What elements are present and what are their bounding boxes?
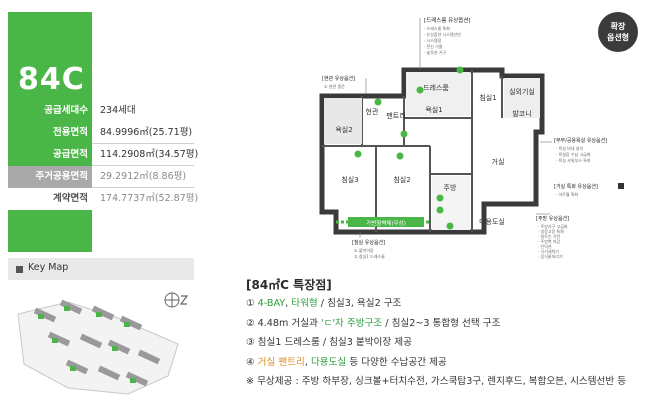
spec-row: 공급면적 114.2908㎡(34.57평) — [8, 144, 198, 166]
keymap-label: Key Map — [28, 262, 69, 273]
square-bullet-icon — [16, 266, 23, 273]
dress-option-item: · 솔루션 가구 — [424, 49, 447, 55]
feature-text: 4.48m 거실과 — [257, 317, 321, 329]
expand-option-badge: 확장 옵션형 — [598, 12, 638, 52]
kitchen-option-item: · 냉장고장 특화 — [538, 228, 564, 234]
plan-floor-fill — [324, 72, 540, 230]
bed-option-item: ② 침실1 드레스룸 — [354, 253, 385, 259]
feature-number: ① — [246, 298, 258, 309]
feature-item: ① 4-BAY, 타워형 / 침실3, 욕실2 구조 — [234, 294, 648, 314]
feature-text: / 침실3, 욕실2 구조 — [317, 298, 402, 309]
feature-text: , — [304, 356, 311, 368]
north-arrow-icon — [164, 292, 189, 308]
badge-line2: 옵션형 — [606, 33, 630, 42]
room-bedroom2: 침실2 — [393, 175, 410, 184]
room-bath1: 욕실1 — [425, 105, 442, 114]
dress-option-item: · 드레스룸 특화 — [424, 25, 450, 31]
key-map — [17, 292, 189, 395]
feature-number: ※ — [246, 376, 258, 388]
room-kitchen: 주방 — [444, 183, 457, 192]
dress-option-item: · 유상옵션 시스템선반 — [424, 31, 461, 37]
spec-value: 114.2908㎡(34.57평) — [100, 149, 199, 160]
keymap-header: Key Map — [8, 258, 194, 280]
room-entrance: 현관 — [366, 107, 379, 116]
feature-item: ④ 거실 팬트리, 다용도실 등 다양한 수납공간 제공 — [234, 353, 648, 373]
spec-value: 29.2912㎡(8.86평) — [100, 171, 187, 182]
floor-plan: 가변형벽체(무상) 침실1 침실2 침실3 드레스룸 욕실1 욕실2 현관 팬트… — [319, 16, 624, 259]
bed-option-item: ① 붙박이장 — [354, 247, 374, 253]
info-square-icon — [618, 183, 624, 189]
feature-text: 무상제공 : 주방 하부장, 싱크볼+터치수전, 가스쿡탑3구, 렌지후드, 복… — [257, 376, 627, 388]
plan-walls — [319, 67, 545, 235]
bath-option-item: · 욕실장 수납 고급화 — [556, 151, 591, 157]
room-laundry: 실외기실 — [509, 87, 535, 96]
badge-line1: 확장 — [610, 22, 626, 31]
living-option-item: · 아트월 특화 — [556, 191, 579, 197]
unit-title: 84C — [18, 62, 85, 97]
spec-value: 234세대 — [100, 105, 136, 116]
dress-option-title: [드레스룸 유상옵션] — [424, 16, 471, 24]
feature-text: 다용도실 — [310, 356, 347, 368]
bed-option-title: [침실 유상옵션] — [352, 239, 385, 246]
feature-number: ② — [246, 317, 258, 329]
spec-row: 계약면적 174.7737㎡(52.87평) — [8, 188, 198, 210]
entry-option-item: ① 현관 중문 — [324, 83, 345, 89]
bath-option-item: · 욕실 샤워부스 특화 — [556, 157, 591, 163]
site-plan — [17, 299, 179, 395]
kitchen-option-item: · 빌트인 가전 — [538, 233, 561, 239]
room-variable-wall: 가변형벽체(무상) — [366, 219, 406, 227]
feature-item: ③ 침실1 드레스룸 / 침실3 붙박이장 제공 — [234, 333, 648, 353]
feature-text: , — [285, 298, 292, 309]
room-dressroom: 드레스룸 — [423, 83, 449, 92]
spec-value: 174.7737㎡(52.87평) — [100, 193, 199, 204]
spec-row: 전용면적 84.9996㎡(25.71평) — [8, 122, 194, 144]
spec-row: 공급세대수 234세대 — [8, 100, 194, 122]
feature-text: 침실1 드레스룸 / 침실3 붙박이장 제공 — [257, 337, 412, 349]
features-title: [84㎡C 특장점] — [246, 278, 332, 292]
option-markers — [354, 66, 464, 230]
feature-number: ③ — [246, 337, 258, 349]
spec-label: 계약면적 — [8, 188, 92, 210]
room-balcony: 발코니 — [512, 109, 531, 118]
kitchen-option-title: [주방 유상옵션] — [536, 215, 569, 222]
kitchen-option-item: · 인덕션 — [538, 243, 552, 249]
kitchen-option-item: · 주방벽 마감 — [538, 238, 561, 244]
living-option-title: [거실 특화 유상옵션] — [554, 183, 598, 190]
spec-label: 전용면적 — [8, 122, 92, 144]
feature-number: ④ — [246, 356, 258, 368]
feature-text: 4-BAY — [257, 298, 286, 309]
spec-label: 공급세대수 — [8, 100, 92, 122]
feature-text: 거실 팬트리 — [257, 356, 305, 368]
spec-label: 공급면적 — [8, 144, 92, 166]
room-pantry: 팬트리 — [386, 111, 405, 120]
feature-item: ② 4.48m 거실과 'ㄷ'자 주방구조 / 침실2~3 통합형 선택 구조 — [234, 314, 648, 334]
dress-option-item: · 시스템장 — [424, 37, 442, 43]
room-bath2: 욕실2 — [335, 125, 352, 134]
feature-text: 등 다양한 수납공간 제공 — [346, 356, 447, 368]
feature-item: ※ 무상제공 : 주방 하부장, 싱크볼+터치수전, 가스쿡탑3구, 렌지후드,… — [234, 372, 648, 392]
feature-text: 타워형 — [291, 298, 318, 309]
feature-text: / 침실2~3 통합형 선택 구조 — [382, 317, 501, 329]
kitchen-option-item: · 음식물처리기 — [538, 253, 563, 259]
spec-row: 주거공용면적 29.2912㎡(8.86평) — [8, 166, 194, 188]
bath-option-item: · 욕실 비데 설치 — [556, 145, 583, 151]
room-living: 거실 — [492, 157, 505, 166]
entry-option-title: [현관 유상옵션] — [322, 75, 355, 82]
unit-info-panel: 84C 공급세대수 234세대 전용면적 84.9996㎡(25.71평) 공급… — [8, 12, 198, 252]
room-bedroom1: 침실1 — [479, 93, 496, 102]
gasroom-label-box — [348, 217, 424, 227]
feature-text: 'ㄷ'자 주방구조 — [320, 317, 383, 329]
bath-option-title: [부부/공용욕실 유상옵션] — [554, 137, 607, 144]
kitchen-option-item: · 식기세척기 — [538, 248, 559, 254]
spec-table: 공급세대수 234세대 전용면적 84.9996㎡(25.71평) 공급면적 1… — [8, 100, 198, 210]
dress-option-item: · 전신 거울 — [424, 43, 443, 49]
spec-label: 주거공용면적 — [8, 166, 92, 188]
room-multiroom: 다용도실 — [479, 217, 505, 226]
spec-value: 84.9996㎡(25.71평) — [100, 127, 193, 138]
kitchen-option-item: · 주방가구 고급화 — [538, 223, 568, 229]
room-bedroom3: 침실3 — [341, 175, 358, 184]
